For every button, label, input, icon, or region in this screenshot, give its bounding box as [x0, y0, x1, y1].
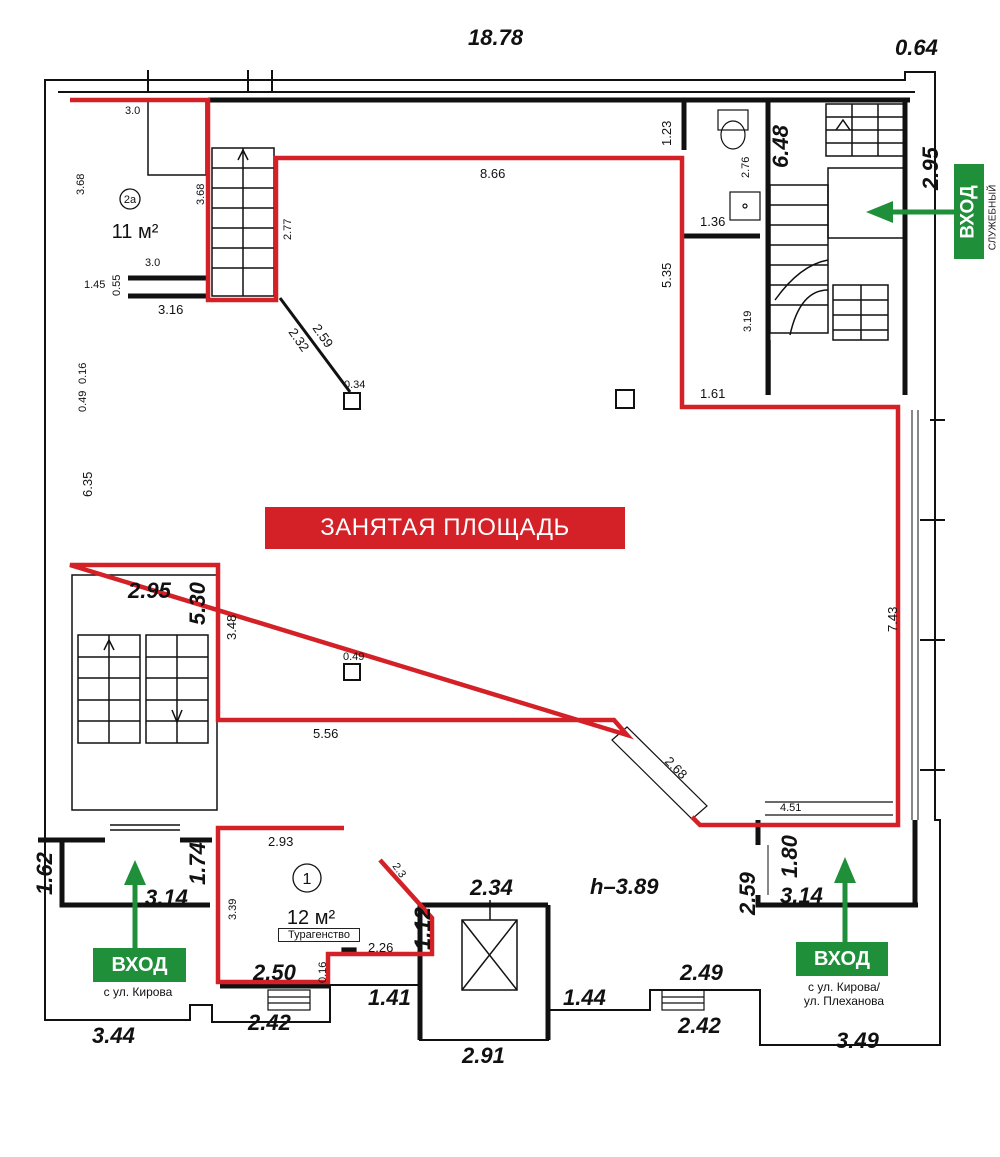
dim-0-55: 0.55 — [111, 275, 123, 296]
room-1-tag: Турагенство — [278, 928, 360, 942]
dim-0-49-a: 0.49 — [77, 391, 89, 412]
elevator — [461, 900, 518, 991]
dim-bottom-mid: 2.91 — [461, 1043, 505, 1068]
dim-vest-left-h: 1.74 — [185, 842, 210, 885]
entrance-kirova-badge: ВХОД — [93, 948, 186, 982]
dim-3-48: 3.48 — [224, 615, 239, 640]
dim-5-35: 5.35 — [659, 263, 674, 288]
occupied-area-outline — [69, 97, 901, 985]
dim-stair-w: 2.95 — [127, 578, 172, 603]
entrance-service-note-text: СЛУЖЕБНЫЙ — [987, 184, 999, 250]
dim-low-right: 1.44 — [563, 985, 606, 1010]
dim-0-16-b: 0.16 — [317, 962, 329, 983]
right-windows — [767, 410, 919, 895]
entrance-note-line2: ул. Плеханова — [803, 994, 885, 1008]
dim-0-16-a: 0.16 — [77, 363, 89, 384]
diagonal-partition — [278, 297, 893, 820]
service-stair — [769, 103, 905, 395]
dim-3-0-mid: 3.0 — [145, 257, 160, 269]
dim-step-left: 2.50 — [252, 960, 297, 985]
dim-vest-left-w: 3.14 — [145, 885, 188, 910]
dim-step-right: 2.49 — [679, 960, 724, 985]
dim-wall-a: 1.12 — [410, 906, 435, 950]
room-circles — [119, 188, 322, 893]
dim-4-51: 4.51 — [780, 802, 801, 814]
dim-5-56: 5.56 — [313, 726, 338, 741]
dim-1-61: 1.61 — [700, 386, 725, 401]
dim-6-35: 6.35 — [80, 472, 95, 497]
dim-right-vest-1: 2.59 — [735, 871, 760, 916]
entrance-note-line1: с ул. Кирова/ — [807, 980, 881, 994]
entrance-service-note: СЛУЖЕБНЫЙ — [987, 172, 999, 262]
dim-1-36: 1.36 — [700, 214, 725, 229]
dim-bottom-left: 3.44 — [92, 1023, 135, 1048]
dim-3-68-b: 3.68 — [195, 184, 207, 205]
dim-top-right: 0.64 — [895, 35, 938, 60]
dim-8-66: 8.66 — [480, 166, 505, 181]
dim-3-39: 3.39 — [227, 899, 239, 920]
columns — [343, 389, 635, 681]
dim-2-93: 2.93 — [268, 834, 293, 849]
dim-lift-w: 2.34 — [469, 875, 513, 900]
dim-1-23: 1.23 — [659, 121, 674, 146]
dim-step-left-low: 2.42 — [247, 1010, 292, 1035]
dim-3-19: 3.19 — [742, 311, 754, 332]
dim-left-bottom: 1.62 — [32, 851, 57, 895]
room-1-area: 12 м² — [286, 906, 336, 929]
dim-2-77: 2.77 — [282, 219, 294, 240]
dim-2-76: 2.76 — [740, 157, 752, 178]
dim-2-32: 2.32 — [286, 325, 313, 354]
dim-3-16: 3.16 — [158, 302, 183, 317]
dim-stair-h: 5.30 — [185, 581, 210, 625]
dim-2-26: 2.26 — [368, 940, 393, 955]
upper-stair — [147, 99, 275, 297]
dim-0-49-b: 0.49 — [343, 651, 364, 663]
dim-vest-right-w: 3.14 — [780, 883, 823, 908]
dim-top: 18.78 — [468, 25, 524, 50]
dim-step-right-low: 2.42 — [677, 1013, 722, 1038]
entrance-steps — [267, 947, 705, 1011]
room-1-number: 1 — [303, 871, 312, 888]
entrance-kirova-plekhanova-badge: ВХОД — [796, 942, 888, 976]
dim-bottom-right: 3.49 — [836, 1028, 880, 1053]
dim-right-mid: 2.95 — [918, 146, 943, 191]
entrance-arrows — [124, 201, 955, 948]
height-label: h–3.89 — [590, 874, 659, 899]
dim-3-0-top: 3.0 — [125, 105, 140, 117]
dim-2-59: 2.59 — [310, 321, 337, 350]
entrance-service-badge: ВХОД — [954, 164, 984, 259]
dim-right-upper: 6.48 — [768, 124, 793, 168]
dim-2-68: 2.68 — [662, 754, 691, 783]
thick-walls — [38, 97, 918, 1040]
room-2a-number: 2а — [124, 194, 137, 206]
room-2a-area: 11 м² — [111, 220, 159, 243]
dim-0-34: 0.34 — [344, 379, 365, 391]
dim-7-43: 7.43 — [885, 607, 900, 632]
dim-low-left: 1.41 — [368, 985, 411, 1010]
entrance-service-label: ВХОД — [958, 184, 979, 239]
wc-fixtures — [717, 109, 761, 221]
dim-3-68-a: 3.68 — [75, 174, 87, 195]
dim-1-45: 1.45 — [84, 279, 105, 291]
occupied-area-label: ЗАНЯТАЯ ПЛОЩАДЬ — [265, 507, 625, 549]
entrance-kirova-plekhanova-note: с ул. Кирова/ ул. Плеханова — [790, 978, 898, 1010]
dim-right-vest-2: 1.80 — [777, 834, 802, 878]
dim-2-3: 2.3 — [390, 861, 409, 880]
outer-dimension-labels: 18.78 0.64 6.48 2.95 2.95 5.30 1.62 1.74… — [32, 25, 943, 1068]
entrance-kirova-note: с ул. Кирова — [103, 985, 173, 999]
